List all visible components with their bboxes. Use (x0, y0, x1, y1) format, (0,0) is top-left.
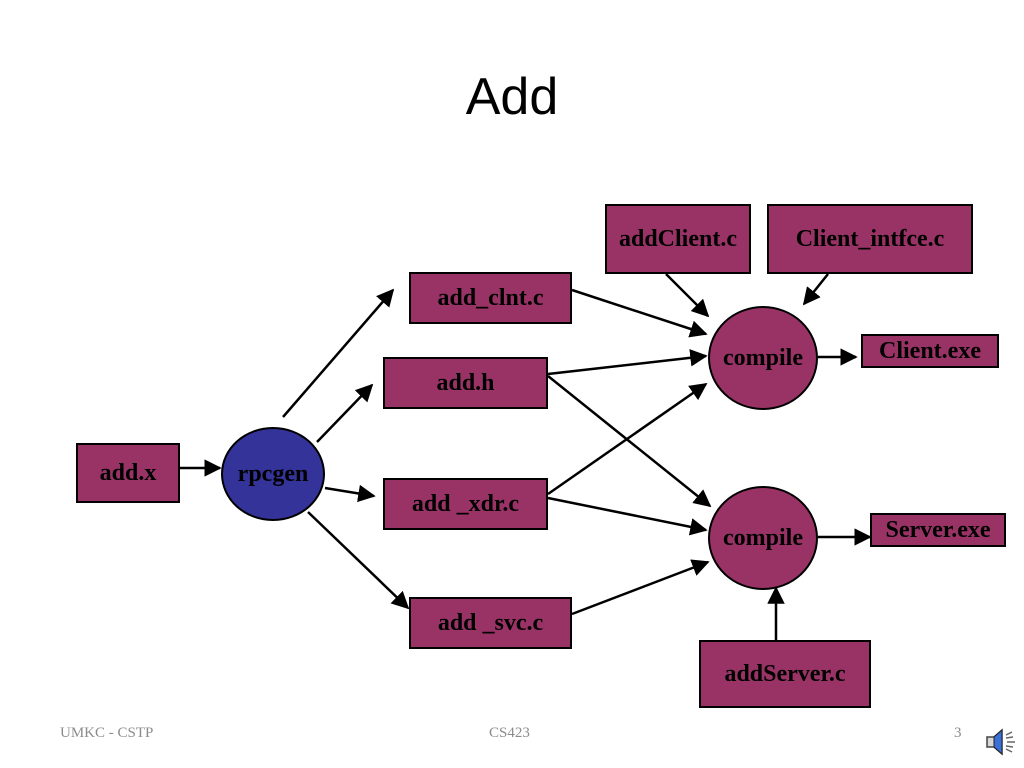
arrow-xdr-compile-server (547, 496, 708, 536)
node-server-exe: Server.exe (870, 513, 1006, 547)
node-add-h: add.h (383, 357, 548, 409)
arrow-intfce-compile (802, 273, 829, 306)
arrow-rpcgen-clnt (282, 288, 395, 418)
node-client-exe: Client.exe (861, 334, 999, 368)
node-add-x: add.x (76, 443, 180, 503)
arrow-clnt-compile (571, 288, 708, 338)
arrow-rpcgen-svc (307, 511, 410, 610)
node-add-svc: add _svc.c (409, 597, 572, 649)
arrow-h-compile (547, 349, 708, 376)
page-number: 3 (954, 725, 962, 741)
node-addclient: addClient.c (605, 204, 751, 274)
node-rpcgen: rpcgen (221, 427, 325, 521)
arrow-svc-compile-server (571, 559, 710, 616)
arrow-rpcgen-xdr (324, 484, 376, 503)
node-compile-client: compile (708, 306, 818, 410)
arrow-h-compile-server (547, 375, 712, 508)
node-addserver: addServer.c (699, 640, 871, 708)
footer-center: CS423 (489, 725, 530, 741)
footer-left: UMKC - CSTP (60, 725, 154, 741)
slide-title: Add (465, 68, 559, 126)
node-client-intfce: Client_intfce.c (767, 204, 973, 274)
node-add-clnt: add_clnt.c (409, 272, 572, 324)
node-compile-server: compile (708, 486, 818, 590)
arrow-addclient-compile (665, 273, 710, 318)
arrow-rpcgen-h (316, 383, 374, 443)
node-add-xdr: add _xdr.c (383, 478, 548, 530)
speaker-icon[interactable] (985, 727, 1019, 762)
